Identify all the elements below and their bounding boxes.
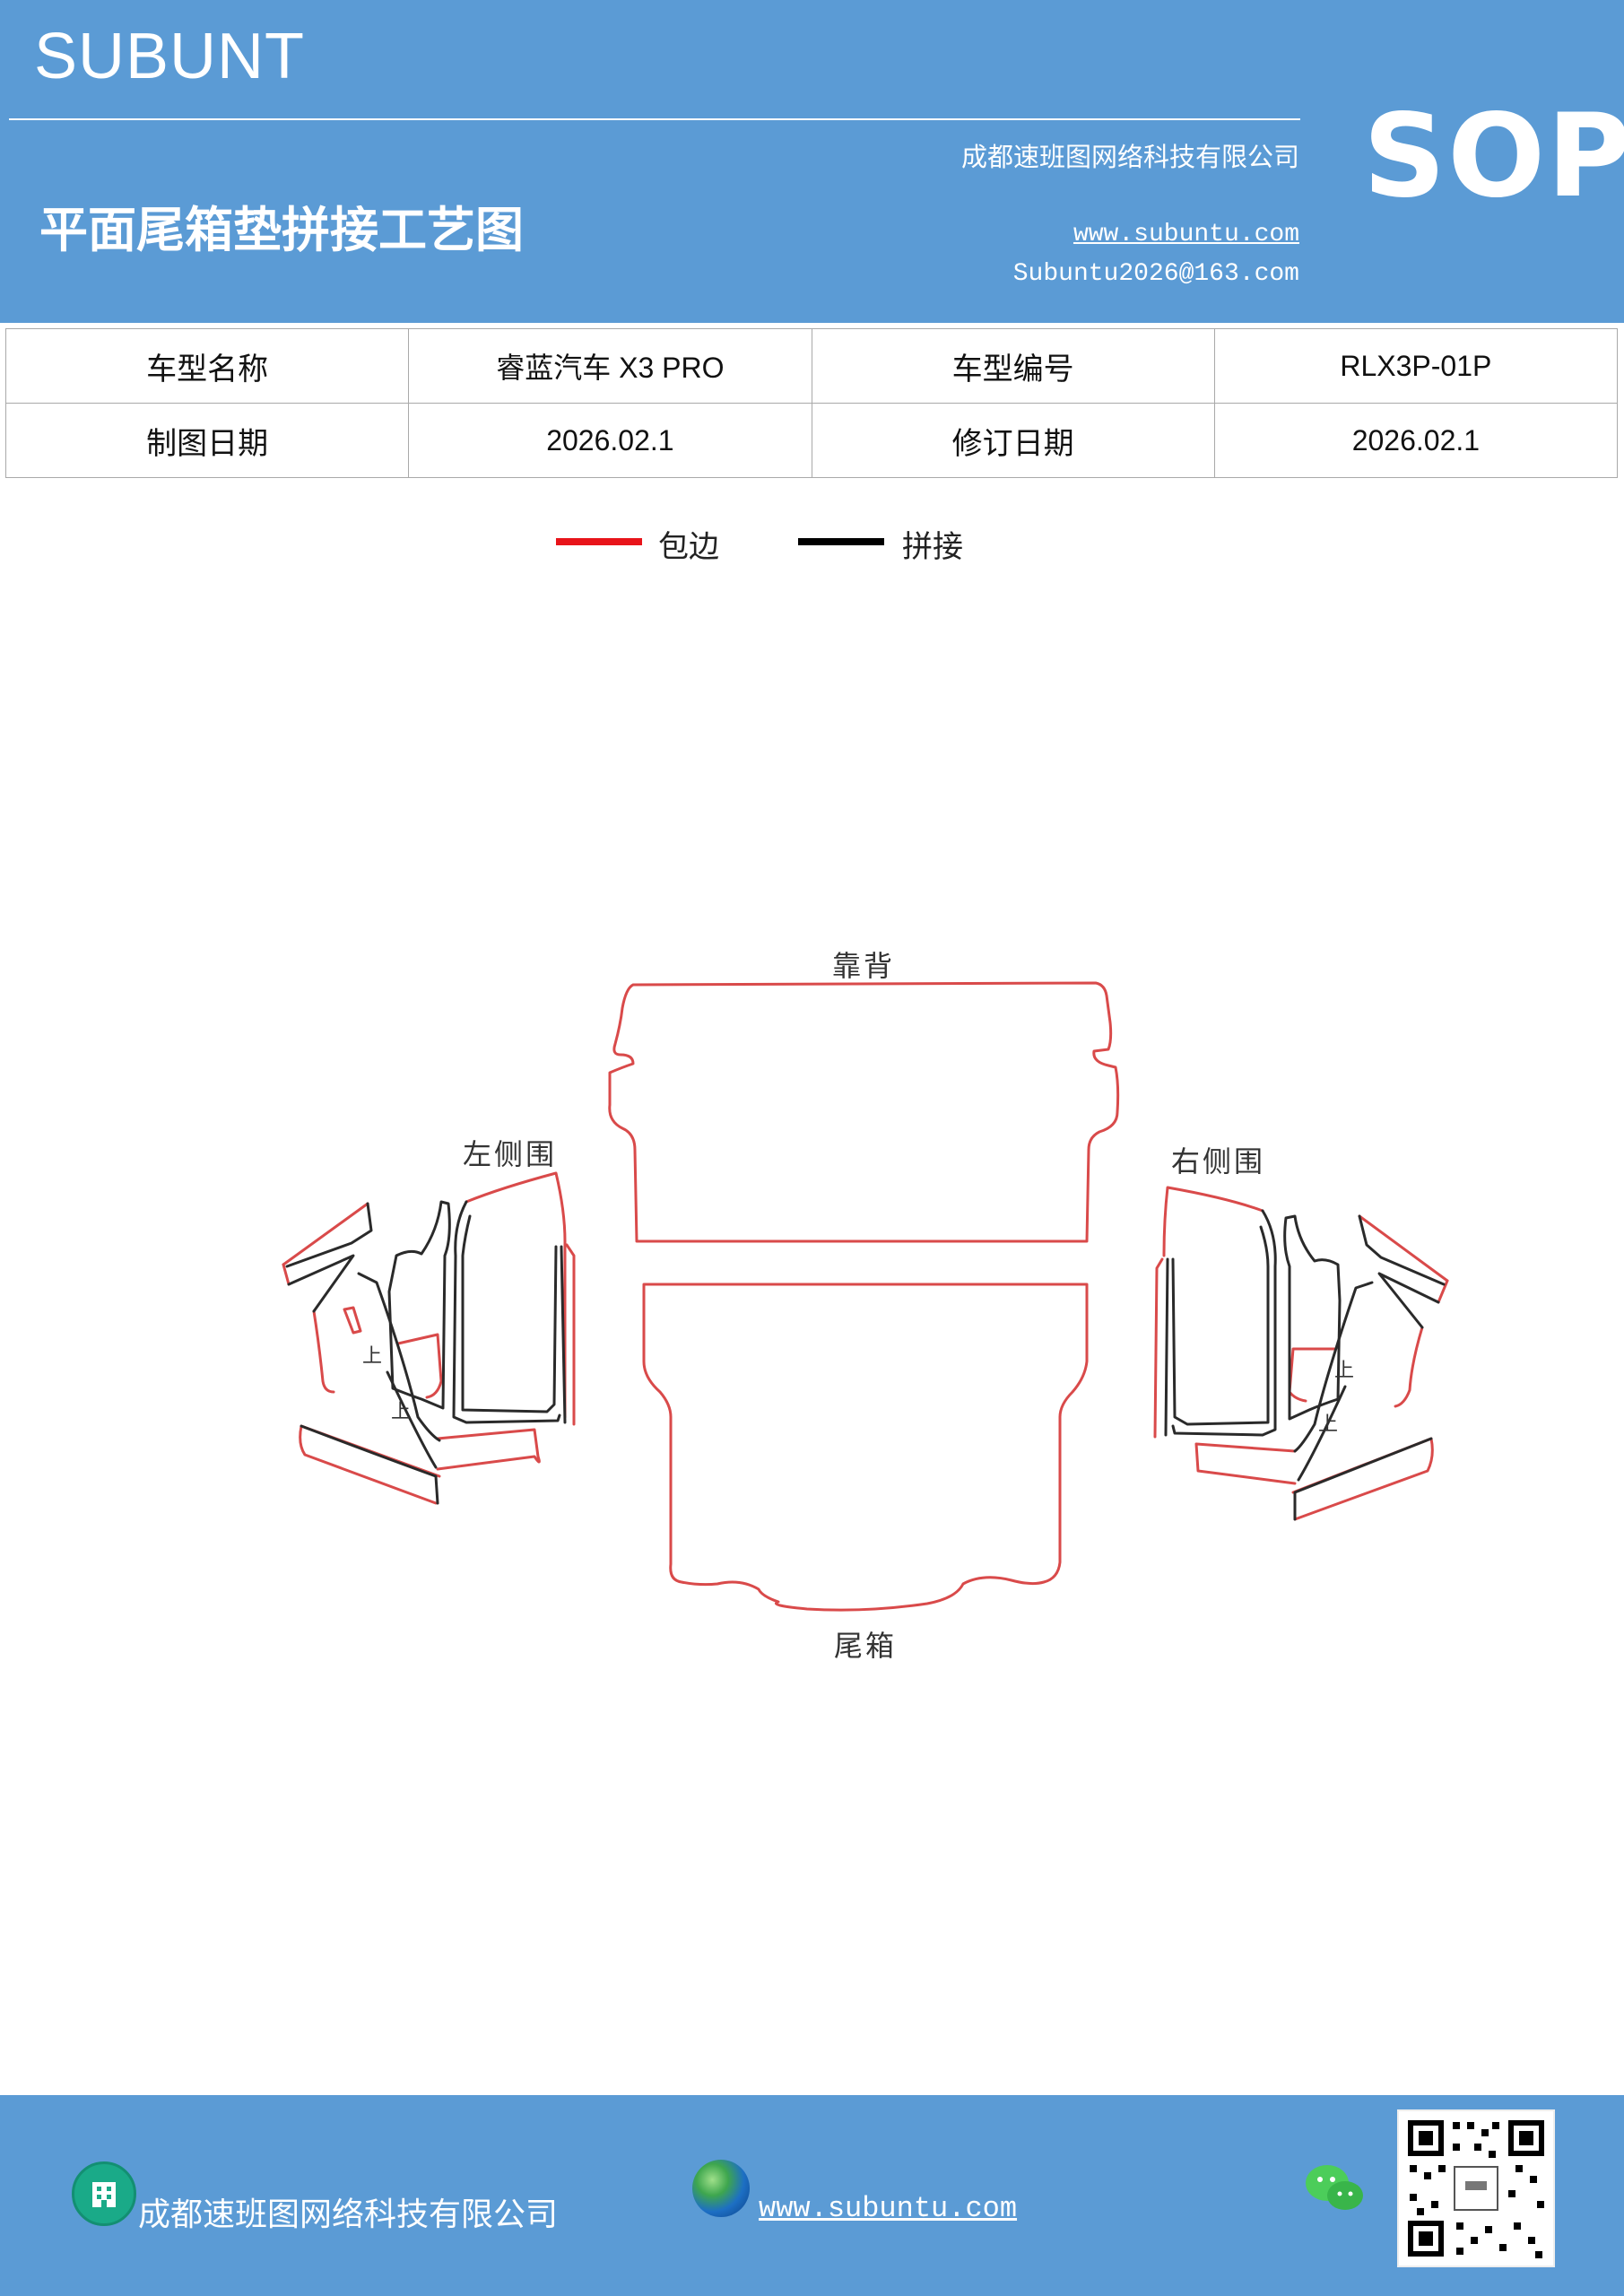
left-side-seam-6: [387, 1200, 451, 1410]
right-side-seam-8: [1171, 1225, 1270, 1426]
right-side-seam-5: [1297, 1385, 1347, 1482]
left-side-edge-6: [396, 1333, 443, 1399]
left-side-edge-7: [343, 1306, 362, 1335]
left-side-seam-8: [461, 1214, 558, 1413]
left-side-edge-9: [565, 1243, 576, 1426]
right-side-edge-5: [1194, 1442, 1297, 1485]
footer-company-name: 成都速班图网络科技有限公司: [138, 2196, 559, 2233]
right-side-edge-3: [1394, 1326, 1424, 1408]
trunk-panel-outline: [642, 1283, 1089, 1612]
building-icon: [72, 2161, 136, 2226]
vehicle-info-table: 车型名称 睿蓝汽车 X3 PRO 车型编号 RLX3P-01P 制图日期 202…: [4, 328, 1619, 478]
right-side-seam-1: [1358, 1214, 1446, 1286]
model-name-label: 车型名称: [4, 328, 410, 404]
brand-logo-text: SUBUNT: [34, 21, 306, 92]
right-side-edge-1: [1358, 1214, 1449, 1283]
backrest-label: 靠背: [832, 949, 896, 983]
model-code-label: 车型编号: [811, 328, 1215, 404]
left-side-edge-8: [465, 1171, 567, 1419]
left-side-edge-2: [282, 1263, 291, 1286]
header-divider: [9, 118, 1300, 120]
table-row: 车型名称 睿蓝汽车 X3 PRO 车型编号 RLX3P-01P: [4, 328, 1619, 404]
left-side-label: 左侧围: [463, 1137, 558, 1171]
legend-swatch-seam: [798, 538, 884, 545]
right-side-edge-2: [1437, 1279, 1449, 1304]
right-side-label: 右侧围: [1171, 1144, 1266, 1178]
left-side-seam-9: [560, 1245, 567, 1424]
right-side-seam-2: [1377, 1272, 1440, 1329]
revise-date-value: 2026.02.1: [1213, 403, 1619, 478]
right-side-edge-7: [1162, 1186, 1264, 1257]
table-row: 制图日期 2026.02.1 修订日期 2026.02.1: [4, 403, 1619, 478]
left-side-edge-5: [436, 1428, 541, 1471]
globe-icon: [692, 2160, 750, 2217]
left-side-seam-4: [300, 1424, 439, 1505]
left-side-seam-1: [285, 1202, 373, 1268]
left-up-mark-1: 上: [362, 1345, 383, 1368]
left-up-mark-2: 上: [391, 1401, 412, 1423]
model-code-value: RLX3P-01P: [1213, 328, 1619, 404]
left-side-seam-3: [357, 1272, 441, 1442]
footer-website-link[interactable]: www.subuntu.com: [759, 2192, 1018, 2225]
legend-label-edging: 包边: [658, 529, 719, 565]
left-side-seam-5: [386, 1370, 438, 1469]
legend: 包边 拼接: [0, 522, 1624, 576]
sop-badge: SOP: [1363, 90, 1624, 223]
backrest-panel-outline: [608, 981, 1120, 1243]
document-title: 平面尾箱垫拼接工艺图: [39, 201, 524, 258]
legend-label-seam: 拼接: [902, 529, 963, 565]
right-side-seam-6: [1283, 1214, 1342, 1421]
qr-code-icon: [1397, 2109, 1555, 2267]
left-side-seam-2: [287, 1254, 355, 1313]
header-banner: [0, 0, 1624, 323]
wechat-icon: [1304, 2161, 1367, 2219]
right-side-edge-8: [1153, 1257, 1164, 1439]
right-side-seam-3: [1293, 1281, 1374, 1453]
model-name-value: 睿蓝汽车 X3 PRO: [408, 328, 812, 404]
right-side-seam-4: [1293, 1437, 1433, 1521]
header-company-name: 成都速班图网络科技有限公司: [960, 142, 1299, 172]
right-up-mark-1: 上: [1334, 1360, 1355, 1382]
left-side-edge-3: [312, 1309, 335, 1394]
left-side-seam-7: [452, 1200, 561, 1424]
right-side-seam-7: [1171, 1209, 1277, 1437]
right-up-mark-2: 上: [1318, 1413, 1339, 1436]
right-side-seam-9: [1164, 1257, 1169, 1437]
legend-swatch-edging: [556, 538, 642, 545]
header-email[interactable]: Subuntu2026@163.com: [1012, 260, 1299, 288]
revise-date-label: 修订日期: [811, 403, 1215, 478]
header-website-link[interactable]: www.subuntu.com: [1073, 221, 1299, 248]
draw-date-value: 2026.02.1: [408, 403, 812, 478]
left-side-edge-1: [282, 1202, 369, 1266]
trunk-label: 尾箱: [834, 1629, 898, 1663]
draw-date-label: 制图日期: [4, 403, 410, 478]
